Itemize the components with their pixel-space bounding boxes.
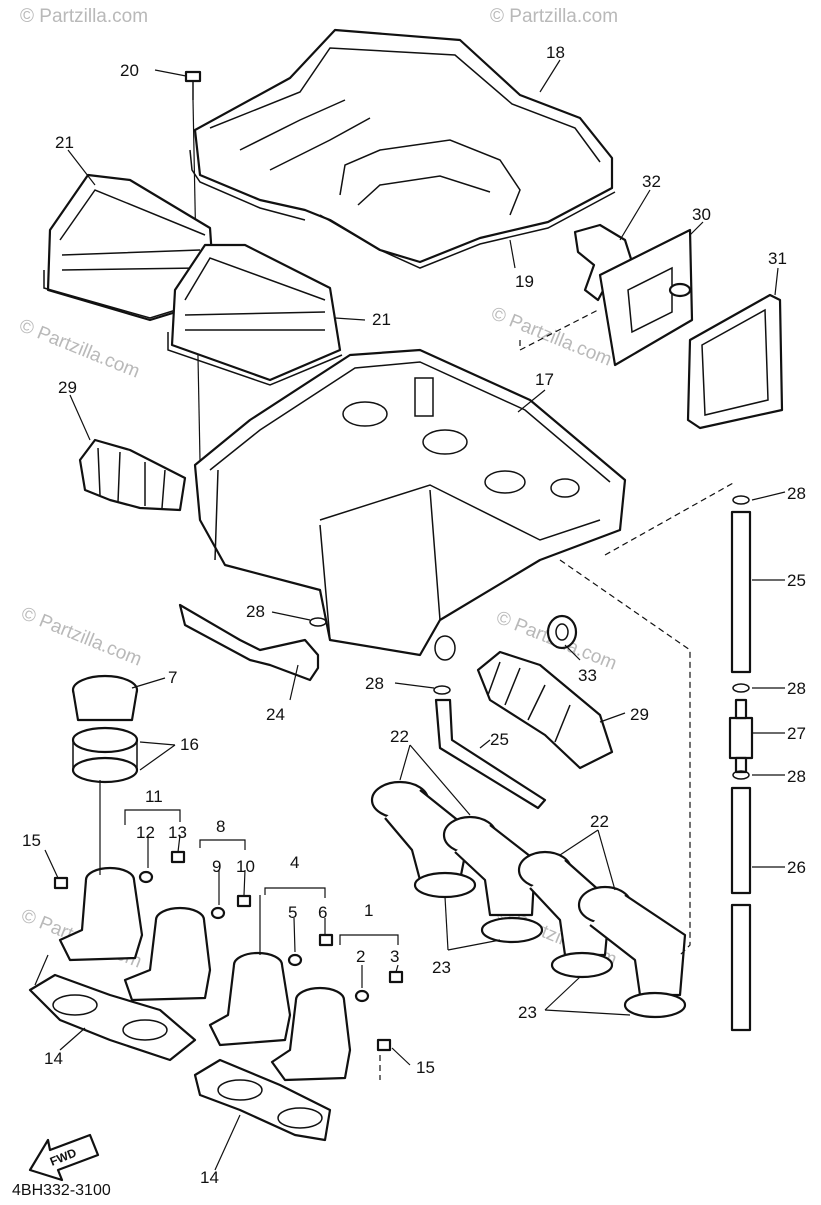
callout-2: 2 bbox=[356, 947, 365, 966]
watermark: © Partzilla.com bbox=[20, 6, 148, 27]
air-filter-element-rear bbox=[43, 173, 217, 322]
callout-7: 7 bbox=[168, 668, 177, 687]
callout-6: 6 bbox=[318, 903, 327, 922]
callout-17: 17 bbox=[535, 370, 554, 389]
pipe-joint bbox=[728, 698, 754, 774]
damper bbox=[546, 614, 578, 650]
callout-12: 12 bbox=[136, 823, 155, 842]
callout-28: 28 bbox=[246, 602, 265, 621]
hose-clamps bbox=[309, 495, 750, 780]
callout-3: 3 bbox=[390, 947, 399, 966]
watermark: © Partzilla.com bbox=[18, 603, 145, 670]
callout-labels: 20 18 19 21 21 17 32 30 31 29 28 25 28 2… bbox=[22, 43, 806, 1187]
callout-29: 29 bbox=[630, 705, 649, 724]
callout-23: 23 bbox=[432, 958, 451, 977]
callout-21: 21 bbox=[55, 133, 74, 152]
hose-center bbox=[434, 698, 547, 810]
diagram-code: 4BH332-3100 bbox=[12, 1182, 111, 1199]
forward-arrow: FWD bbox=[28, 1133, 100, 1182]
duct-seal-plate bbox=[598, 228, 694, 367]
callout-11: 11 bbox=[145, 787, 163, 806]
callout-26: 26 bbox=[787, 858, 806, 877]
callout-14: 14 bbox=[200, 1168, 219, 1187]
cap-seal-front bbox=[189, 149, 306, 221]
watermark: © Partzilla.com bbox=[16, 315, 143, 382]
callout-15: 15 bbox=[22, 831, 41, 850]
callout-25: 25 bbox=[490, 730, 509, 749]
air-cleaner-case bbox=[193, 348, 627, 661]
carburetor-joints bbox=[370, 780, 687, 1019]
callout-22: 22 bbox=[390, 727, 409, 746]
breather-hose bbox=[178, 603, 320, 682]
callout-28: 28 bbox=[787, 484, 806, 503]
callout-25: 25 bbox=[787, 571, 806, 590]
callout-29: 29 bbox=[58, 378, 77, 397]
air-filter-element-front bbox=[167, 243, 343, 386]
callout-31: 31 bbox=[768, 249, 787, 268]
leader-lines bbox=[44, 59, 786, 1171]
assembly-lines bbox=[34, 309, 736, 1080]
callout-15: 15 bbox=[416, 1058, 435, 1077]
pipe-bottom bbox=[730, 903, 752, 1032]
manifold-gaskets bbox=[28, 973, 332, 1142]
callout-18: 18 bbox=[546, 43, 565, 62]
callout-28: 28 bbox=[365, 674, 384, 693]
pipe-upper bbox=[730, 510, 752, 674]
callout-28: 28 bbox=[787, 679, 806, 698]
callout-21: 21 bbox=[372, 310, 391, 329]
watermark: © Partzilla.com bbox=[490, 6, 618, 27]
pipe-lower bbox=[730, 786, 752, 895]
intake-cap bbox=[71, 674, 139, 784]
callout-4: 4 bbox=[290, 853, 299, 872]
callout-32: 32 bbox=[642, 172, 661, 191]
watermark: © Partzilla.com bbox=[488, 303, 615, 370]
callout-5: 5 bbox=[288, 903, 297, 922]
joint-rear bbox=[78, 438, 187, 512]
cap-seal bbox=[319, 191, 616, 269]
callout-23: 23 bbox=[518, 1003, 537, 1022]
callout-24: 24 bbox=[266, 705, 285, 724]
callout-20: 20 bbox=[120, 61, 139, 80]
callout-14: 14 bbox=[44, 1049, 63, 1068]
callout-19: 19 bbox=[515, 272, 534, 291]
callout-33: 33 bbox=[578, 666, 597, 685]
callout-8: 8 bbox=[216, 817, 225, 836]
callout-22: 22 bbox=[590, 812, 609, 831]
callout-30: 30 bbox=[692, 205, 711, 224]
intake-manifolds bbox=[58, 866, 352, 1082]
callout-16: 16 bbox=[180, 735, 199, 754]
callout-28: 28 bbox=[787, 767, 806, 786]
joint-front bbox=[476, 650, 614, 770]
callout-9: 9 bbox=[212, 857, 221, 876]
duct-frame bbox=[686, 293, 784, 430]
callout-1: 1 bbox=[364, 901, 373, 920]
air-cleaner-cap bbox=[193, 28, 614, 264]
callout-13: 13 bbox=[168, 823, 187, 842]
callout-10: 10 bbox=[236, 857, 255, 876]
callout-27: 27 bbox=[787, 724, 806, 743]
